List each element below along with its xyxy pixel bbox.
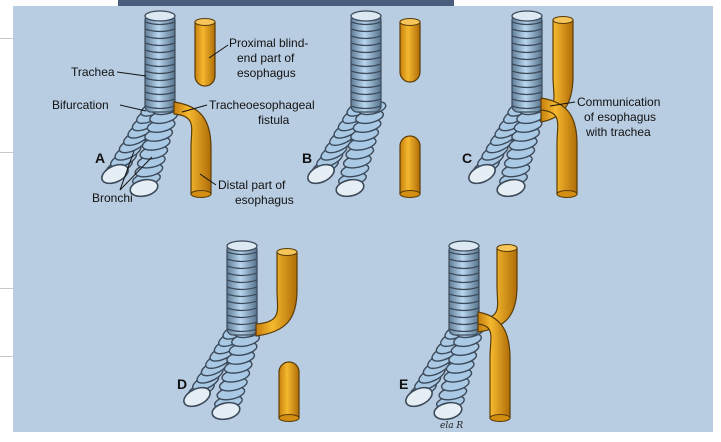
panel-a-trachea [99,11,181,199]
panel-c [466,11,577,199]
panel-a-trachea-body [145,14,175,112]
panel-letter-b: B [302,150,312,166]
panel-c-lower-esophagus-opening [557,191,577,198]
panel-e-trachea-opening [449,241,479,251]
panel-letter-a: A [95,150,105,166]
panel-d-upper-esophagus [256,252,297,336]
panel-letter-c: C [462,150,472,166]
proximal-label-line-1: Proximal blind- [229,36,308,50]
panel-d-trachea [181,241,263,422]
panel-b-trachea-body [351,14,381,112]
panel-a-distal-esophagus [174,102,211,194]
panel-b-proximal-esophagus [400,22,420,82]
panel-d-distal-esophagus-bottom-opening [279,415,299,422]
panel-d-distal-esophagus [279,362,299,418]
fistula-label-line-1: Tracheoesophageal [209,98,315,112]
panel-c-trachea-opening [512,11,542,21]
panel-e-lower-esophagus-opening [490,415,510,422]
distal-label-line-1: Distal part of [218,178,286,192]
panel-b-distal-esophagus-bottom-opening [400,191,420,198]
distal-label-line-2: esophagus [235,193,294,207]
panel-e-trachea [403,241,485,422]
panel-c-upper-esophagus-opening [553,17,573,24]
panel-a-trachea-opening [145,11,175,21]
trachea-label: Trachea [71,65,115,79]
panel-e-upper-esophagus-opening [497,245,517,252]
trachea-leader-line [117,72,146,76]
communication-label-line-1: Communication [577,95,660,109]
communication-label-line-2: of esophagus [584,110,656,124]
bronchi-label: Bronchi [92,191,133,205]
panel-b-proximal-esophagus-top-opening [400,19,420,26]
panel-a-proximal-esophagus-top-opening [195,19,215,26]
panel-letter-e: E [399,376,408,392]
panel-letter-d: D [177,376,187,392]
panel-a [99,11,215,199]
panel-e [403,241,517,422]
panel-b-distal-esophagus [400,136,420,194]
fistula-label-line-2: fistula [258,113,290,127]
communication-label-line-3: with trachea [585,125,651,139]
bifurcation-leader-line [120,105,146,111]
panel-c-trachea [466,11,548,199]
artist-signature: ela R [440,421,463,431]
panel-b [305,11,420,199]
panel-c-trachea-body [512,14,542,112]
panel-d-upper-esophagus-opening [277,249,297,256]
panel-b-trachea [305,11,387,199]
panel-b-trachea-opening [351,11,381,21]
proximal-label-line-3: esophagus [237,66,296,80]
panel-a-proximal-esophagus [195,22,215,86]
panel-d [181,241,299,422]
bifurcation-label: Bifurcation [52,98,109,112]
panel-a-distal-esophagus-opening [191,191,211,198]
panel-d-trachea-opening [227,241,257,251]
proximal-label-line-2: end part of [237,51,295,65]
